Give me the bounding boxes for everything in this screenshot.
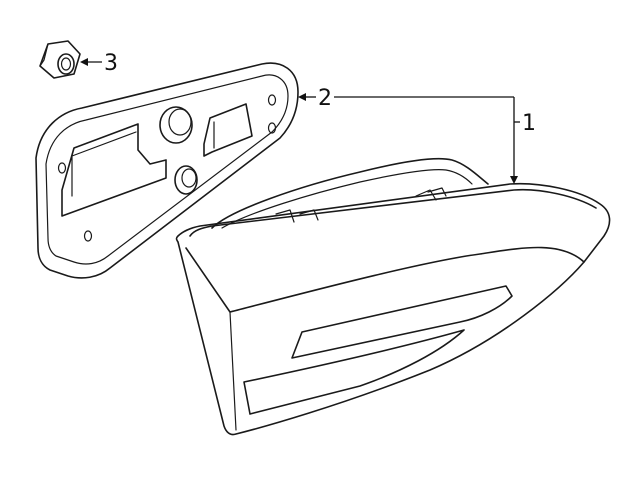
- callout-2-label: 2: [318, 86, 332, 111]
- callout-1: 1: [510, 97, 536, 184]
- gasket-plate-part: [35, 62, 299, 279]
- callout-3-label: 3: [104, 51, 118, 76]
- tail-lamp-part: [175, 157, 611, 436]
- callout-1-label: 1: [522, 111, 536, 136]
- hex-nut-part: [39, 40, 81, 79]
- callout-3: 3: [80, 51, 118, 76]
- callout-2: 2: [298, 86, 514, 111]
